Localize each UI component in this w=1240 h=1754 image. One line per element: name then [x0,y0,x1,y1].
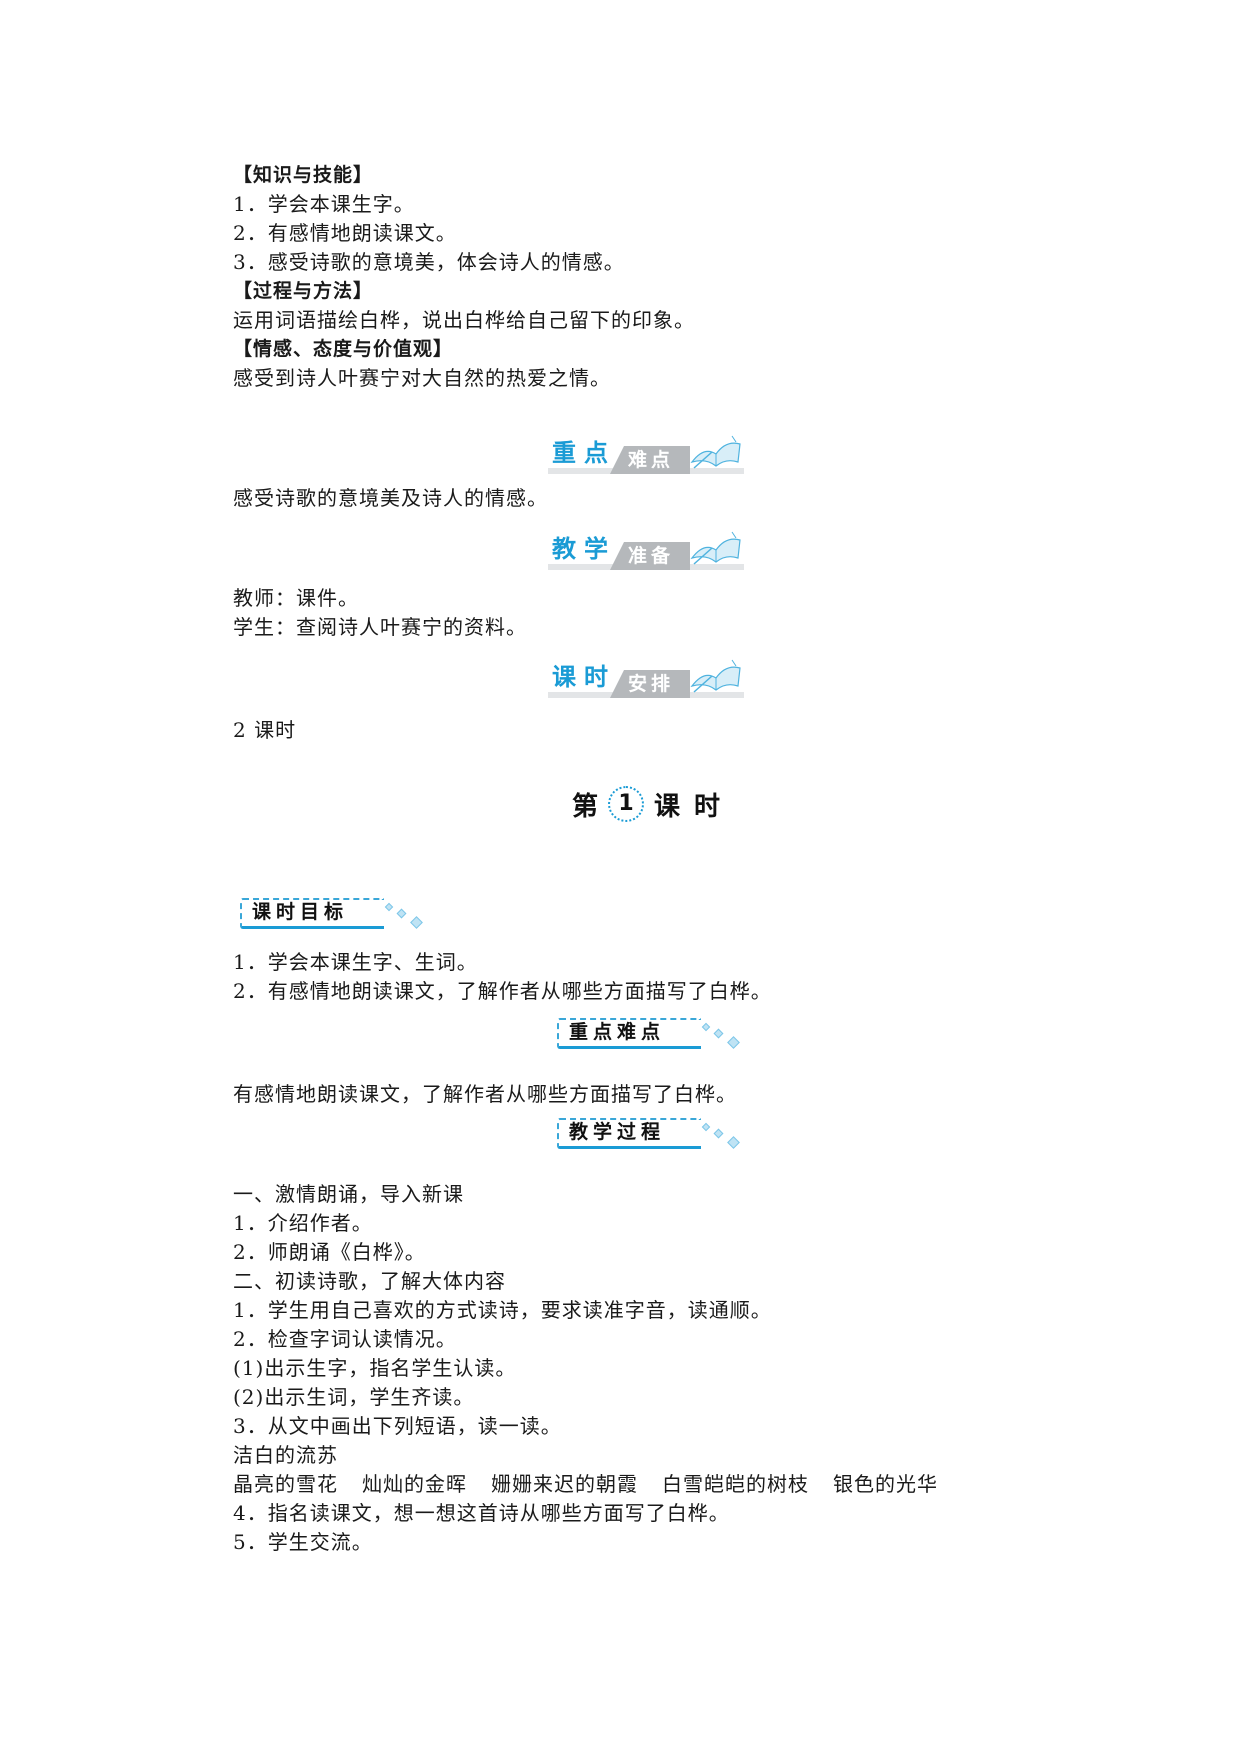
diamond-decoration [410,916,423,929]
process-line: 3．从文中画出下列短语，读一读。 [233,1414,562,1438]
phrase: 白雪皑皑的树枝 [662,1472,809,1496]
diamond-decoration [727,1036,740,1049]
emotion-text: 感受到诗人叶赛宁对大自然的热爱之情。 [233,366,611,390]
banner-tab: 准备 [610,542,690,570]
emotion-heading: 【情感、态度与价值观】 [233,338,454,360]
phrase: 晶亮的雪花 [233,1472,338,1496]
diamond-decoration [727,1136,740,1149]
section-header-goals: 课时目标 [240,898,423,930]
goal-item: 1．学会本课生字、生词。 [233,950,478,974]
diamond-decoration [384,902,394,912]
process-line: (2)出示生词，学生齐读。 [233,1385,475,1409]
header-text: 教学过程 [569,1121,666,1143]
process-heading: 【过程与方法】 [233,280,374,302]
header-box [240,898,384,929]
lesson-title-suffix2: 时 [694,791,721,822]
key-points-lesson-text: 有感情地朗读课文，了解作者从哪些方面描写了白桦。 [233,1082,737,1106]
section-header-key-points: 重点难点 [557,1018,740,1050]
process-line: 洁白的流苏 [233,1443,338,1467]
banner-tab: 安排 [610,670,690,698]
diamond-decoration [701,1022,711,1032]
phrase: 灿灿的金晖 [362,1472,467,1496]
goal-item: 2．有感情地朗读课文，了解作者从哪些方面描写了白桦。 [233,979,772,1003]
preparation-teacher: 教师：课件。 [233,586,359,610]
open-book-icon [690,531,741,565]
diamond-decoration [713,1028,724,1039]
banner-blue-label: 重点 [552,439,616,467]
phrase: 银色的光华 [833,1472,938,1496]
lesson-title-prefix: 第 [572,791,599,822]
header-box [557,1118,701,1149]
banner-tab: 难点 [610,446,690,474]
header-box [557,1018,701,1049]
process-line: 2．师朗诵《白桦》。 [233,1240,426,1264]
open-book-icon [690,659,741,693]
diamond-decoration [701,1122,711,1132]
process-line: 5．学生交流。 [233,1530,373,1554]
section-header-process: 教学过程 [557,1118,740,1150]
process-line: 2．检查字词认读情况。 [233,1327,457,1351]
process-line: 二、初读诗歌，了解大体内容 [233,1269,506,1293]
key-points-text: 感受诗歌的意境美及诗人的情感。 [233,486,548,510]
lesson-title: 第 1 课 时 [572,784,720,824]
banner-key-points: 难点 重点 [548,432,744,474]
knowledge-item: 2．有感情地朗读课文。 [233,221,457,245]
knowledge-item: 3．感受诗歌的意境美，体会诗人的情感。 [233,250,625,274]
banner-preparation: 准备 教学 [548,528,744,570]
knowledge-item: 1．学会本课生字。 [233,192,415,216]
process-line: 一、激情朗诵，导入新课 [233,1182,464,1206]
lesson-title-suffix: 课 [654,791,681,822]
phrase: 姗姗来迟的朝霞 [491,1472,638,1496]
banner-blue-label: 课时 [552,663,616,691]
diamond-decoration [396,908,407,919]
knowledge-heading: 【知识与技能】 [233,164,374,186]
banner-schedule: 安排 课时 [548,656,744,698]
open-book-icon [690,435,741,469]
header-text: 课时目标 [252,901,349,923]
process-line: (1)出示生字，指名学生认读。 [233,1356,517,1380]
banner-blue-label: 教学 [552,535,616,563]
process-text: 运用词语描绘白桦，说出白桦给自己留下的印象。 [233,308,695,332]
banner-grey-label: 准备 [628,545,675,567]
process-line: 1．介绍作者。 [233,1211,373,1235]
banner-grey-label: 难点 [628,449,675,471]
diamond-decoration [713,1128,724,1139]
preparation-student: 学生：查阅诗人叶赛宁的资料。 [233,615,527,639]
banner-grey-label: 安排 [628,673,675,695]
header-text: 重点难点 [569,1021,666,1043]
process-line: 1．学生用自己喜欢的方式读诗，要求读准字音，读通顺。 [233,1298,772,1322]
schedule-text: 2 课时 [233,718,297,742]
phrase-list: 晶亮的雪花灿灿的金晖姗姗来迟的朝霞白雪皑皑的树枝银色的光华 [233,1472,938,1496]
process-line: 4．指名读课文，想一想这首诗从哪些方面写了白桦。 [233,1501,730,1525]
lesson-number-circle: 1 [608,786,645,822]
